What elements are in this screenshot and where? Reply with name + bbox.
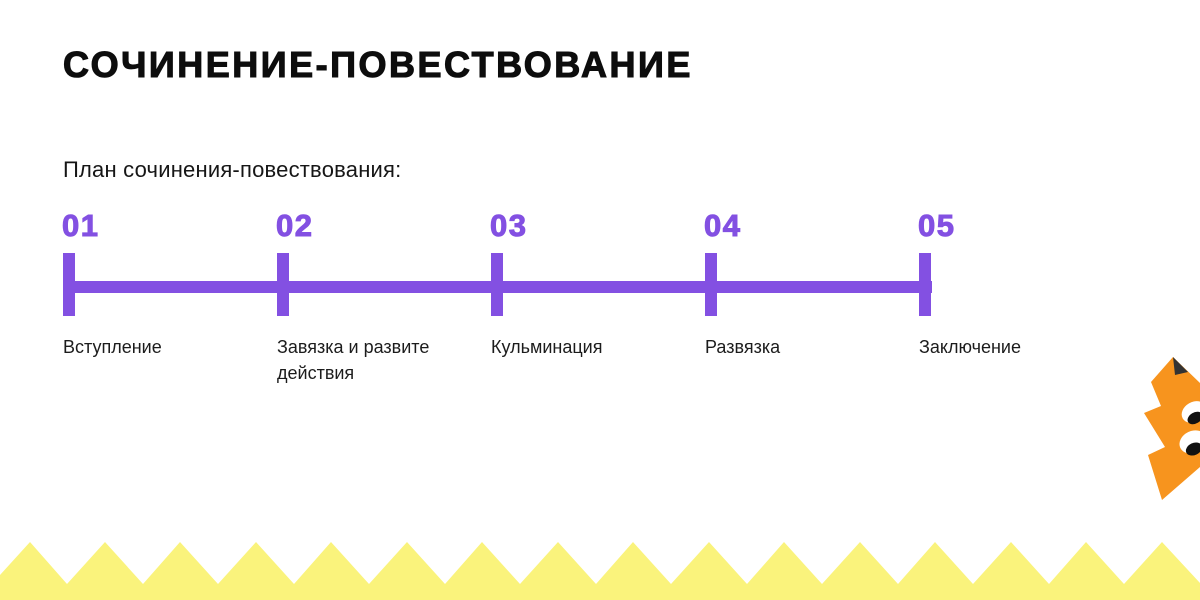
timeline-step: 02 Завязка и развите действия bbox=[276, 208, 462, 386]
page-title: СОЧИНЕНИЕ-ПОВЕСТВОВАНИЕ bbox=[62, 43, 693, 85]
timeline-tick bbox=[277, 253, 289, 316]
timeline-tick bbox=[919, 253, 931, 316]
step-label: Заключение bbox=[919, 337, 1021, 357]
step-number: 05 bbox=[918, 208, 956, 243]
timeline-step: 03 Кульминация bbox=[490, 208, 676, 360]
timeline-tick bbox=[491, 253, 503, 316]
step-number: 02 bbox=[276, 208, 314, 243]
step-label: Завязка и развите действия bbox=[277, 337, 430, 384]
timeline-tick bbox=[705, 253, 717, 316]
step-number: 01 bbox=[62, 208, 100, 243]
step-label: Вступление bbox=[63, 337, 162, 357]
timeline-step: 05 Заключение bbox=[918, 208, 1104, 360]
fox-mascot-icon bbox=[1144, 357, 1200, 500]
plan-heading: План сочинения-повествования: bbox=[63, 157, 402, 182]
zigzag-border-icon bbox=[0, 542, 1200, 600]
step-number: 04 bbox=[704, 208, 742, 243]
step-label: Развязка bbox=[705, 337, 781, 357]
step-number: 03 bbox=[490, 208, 528, 243]
step-label: Кульминация bbox=[491, 337, 603, 357]
timeline-tick bbox=[63, 253, 75, 316]
timeline-step: 04 Развязка bbox=[704, 208, 890, 360]
timeline-step: 01 Вступление bbox=[62, 208, 248, 360]
